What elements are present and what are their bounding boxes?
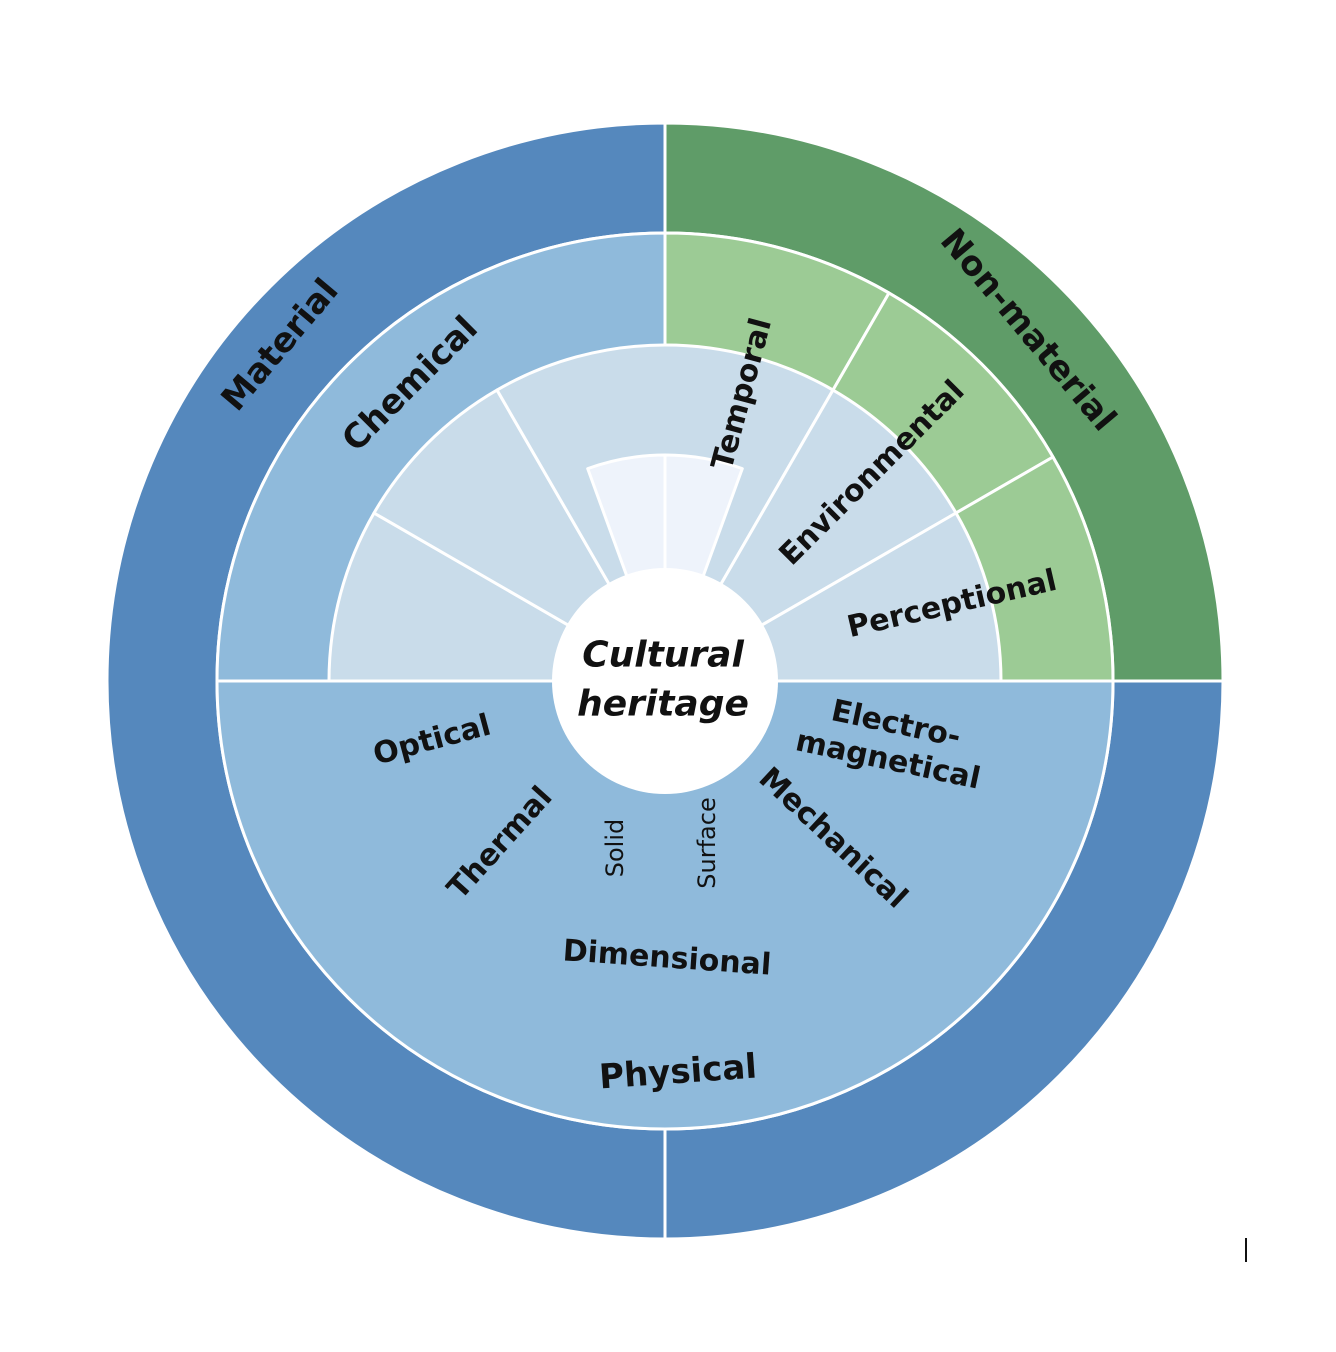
text-cursor-mark — [1245, 1238, 1247, 1262]
label-surface: Surface — [693, 797, 721, 888]
center-circle — [552, 568, 778, 794]
diagram-segments — [105, 121, 1225, 1241]
segment-physical — [215, 679, 1115, 1131]
center-label-line1: Cultural — [582, 635, 744, 676]
label-solid: Solid — [601, 819, 629, 878]
center-label-line2: heritage — [577, 684, 749, 725]
